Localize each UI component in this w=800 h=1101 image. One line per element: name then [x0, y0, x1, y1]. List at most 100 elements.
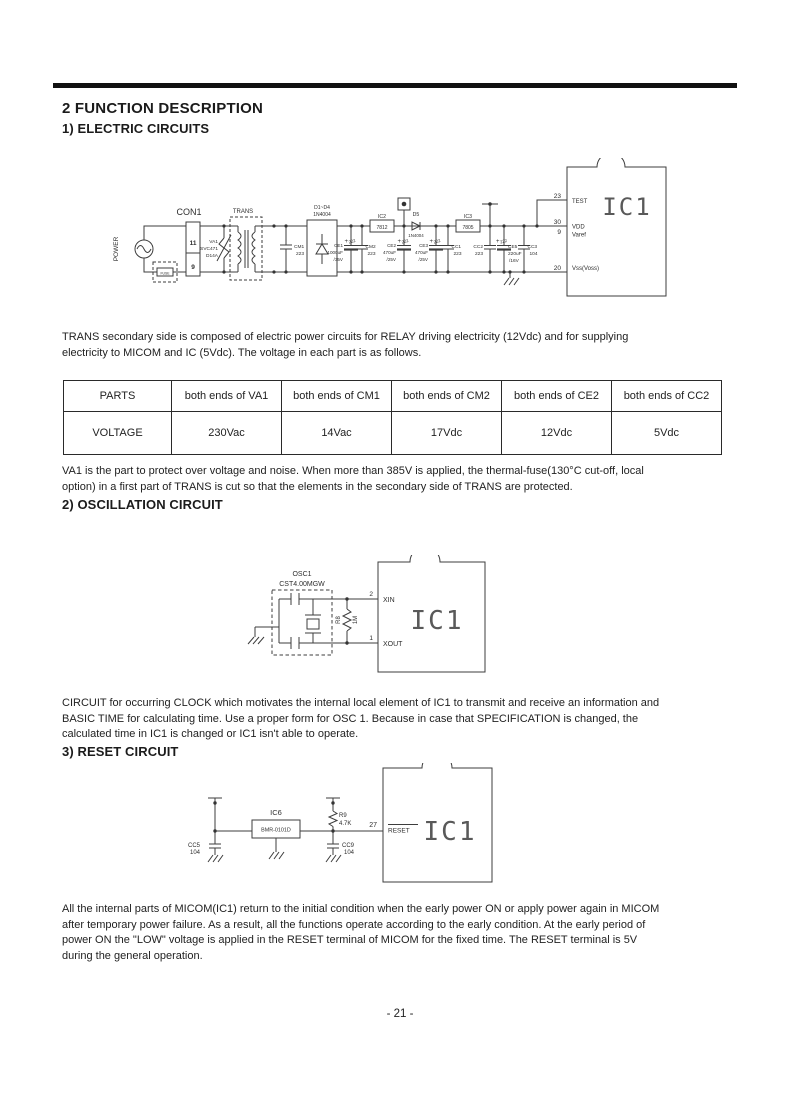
svg-text:222: 222	[401, 238, 410, 245]
svg-text:+: +	[430, 239, 434, 245]
svg-text:/16V: /16V	[509, 258, 520, 264]
svg-text:223: 223	[368, 251, 376, 257]
svg-text:223: 223	[475, 251, 483, 257]
con1-label: CON1	[176, 207, 201, 217]
xout-pin-number: 1	[369, 635, 373, 642]
paragraph-trans: TRANS secondary side is composed of elec…	[62, 331, 629, 359]
cc5-label: CC5	[188, 843, 201, 849]
reset-circuit-diagram: CC5 104 IC6 BMR-0101D R9 4.7K CC9 104 27…	[188, 763, 493, 883]
cm2-label: CM2	[366, 244, 376, 250]
cc9-label: CC9	[342, 843, 355, 849]
svg-text:+: +	[496, 239, 500, 245]
subsection-oscillation-title: 2) OSCILLATION CIRCUIT	[62, 497, 223, 512]
subsection-electric-circuits-title: 1) ELECTRIC CIRCUITS	[62, 121, 210, 136]
con1-pin9: 9	[191, 264, 195, 271]
paragraph-clock: CIRCUIT for occurring CLOCK which motiva…	[62, 697, 660, 740]
bridge-label: D1~D4	[314, 205, 330, 211]
xin-label: XIN	[383, 597, 395, 604]
svg-text:222: 222	[348, 238, 357, 245]
circuit2-wires	[247, 555, 486, 673]
page-number: - 21 -	[386, 1008, 414, 1020]
svg-text:223: 223	[296, 251, 304, 257]
electric-circuit-diagram: POWER CON1 11 9 FUSE VA1 SVC471 D14A TRA…	[113, 158, 667, 297]
svg-text:1M: 1M	[353, 616, 359, 624]
svg-text:222: 222	[433, 238, 442, 245]
svg-text:223: 223	[454, 251, 462, 257]
d5-label: D5	[413, 212, 420, 218]
svg-text:7805: 7805	[462, 225, 473, 231]
circuit1-wires	[134, 158, 667, 297]
svg-text:104: 104	[530, 251, 538, 257]
ic1-name: IC1	[424, 817, 477, 847]
trans-label: TRANS	[233, 209, 253, 215]
table-cell: 12Vdc	[501, 411, 612, 455]
cc1-label: CC1	[452, 244, 462, 250]
svg-text:220uF: 220uF	[508, 251, 522, 257]
svg-text:1000uF: 1000uF	[327, 250, 343, 255]
ic1-varef-label: Varef	[572, 233, 586, 239]
cm1-label: CM1	[294, 244, 304, 250]
svg-text:1N4004: 1N4004	[313, 212, 331, 218]
svg-text:+: +	[398, 239, 402, 245]
circuit3-wires	[207, 763, 493, 883]
ce3-label: CE3	[419, 243, 428, 248]
table-header-cell: both ends of VA1	[171, 380, 282, 412]
ce1-label: CE1	[334, 243, 343, 248]
r9-label: R9	[339, 813, 347, 819]
table-header-cell: PARTS	[63, 380, 172, 412]
va1-label: VA1	[209, 239, 218, 245]
table-cell: 17Vdc	[391, 411, 502, 455]
con1-pin11: 11	[190, 240, 197, 247]
power-label: POWER	[113, 236, 120, 261]
svg-text:D14A: D14A	[206, 253, 219, 259]
svg-text:222: 222	[500, 238, 509, 245]
ic1-vdd-label: VDD	[572, 225, 585, 231]
ic6-label: IC6	[270, 808, 282, 817]
reset-pin-number: 27	[369, 822, 377, 829]
osc1-label: OSC1	[292, 571, 311, 578]
ic2-label: IC2	[378, 214, 386, 220]
ic1-pin23: 23	[554, 193, 562, 200]
ic6-part: BMR-0101D	[261, 828, 291, 834]
table-header-cell: both ends of CE2	[501, 380, 612, 412]
svg-text:SVC471: SVC471	[200, 246, 218, 252]
ic1-name: IC1	[602, 193, 651, 221]
xout-label: XOUT	[383, 641, 403, 648]
paragraph-va1: VA1 is the part to protect over voltage …	[62, 465, 644, 493]
svg-text:470uF: 470uF	[415, 250, 428, 255]
cc2-label: CC2	[473, 244, 483, 250]
ic1-test-label: TEST	[572, 199, 588, 205]
voltage-table: PARTS both ends of VA1 both ends of CM1 …	[63, 380, 722, 455]
ic1-pin9: 9	[557, 229, 561, 236]
cc3-label: CC3	[528, 244, 538, 250]
top-rule	[53, 83, 737, 88]
table-cell: 14Vac	[281, 411, 392, 455]
section-title: 2 FUNCTION DESCRIPTION	[62, 100, 264, 117]
r8-label: R8	[336, 616, 342, 624]
junction-dots	[222, 224, 539, 274]
ce5-label: CE5	[508, 244, 518, 250]
paragraph-reset: All the internal parts of MICOM(IC1) ret…	[62, 903, 660, 962]
table-cell: 5Vdc	[611, 411, 722, 455]
table-row: VOLTAGE 230Vac 14Vac 17Vdc 12Vdc 5Vdc	[63, 411, 722, 455]
svg-text:/25V: /25V	[419, 257, 429, 262]
reset-label: RESET	[388, 828, 410, 835]
table-header-cell: both ends of CM2	[391, 380, 502, 412]
svg-text:+: +	[345, 239, 349, 245]
table-cell: VOLTAGE	[63, 411, 172, 455]
table-header-cell: both ends of CC2	[611, 380, 722, 412]
osc1-part: CST4.00MGW	[279, 581, 325, 588]
svg-text:4.7K: 4.7K	[339, 821, 351, 827]
subsection-reset-title: 3) RESET CIRCUIT	[62, 744, 179, 759]
svg-text:7812: 7812	[376, 225, 387, 231]
svg-text:/35V: /35V	[334, 257, 344, 262]
oscillation-circuit-diagram: OSC1 CST4.00MGW R8 1M 2 1 XIN XOUT IC1	[247, 555, 486, 673]
ce2-label: CE2	[387, 243, 396, 248]
xin-pin-number: 2	[369, 591, 373, 598]
ic1-pin20: 20	[554, 265, 562, 272]
fuse-label: FUSE	[160, 272, 170, 276]
svg-text:470uF: 470uF	[383, 250, 396, 255]
ic1-name: IC1	[411, 606, 464, 636]
ic3-label: IC3	[464, 214, 472, 220]
